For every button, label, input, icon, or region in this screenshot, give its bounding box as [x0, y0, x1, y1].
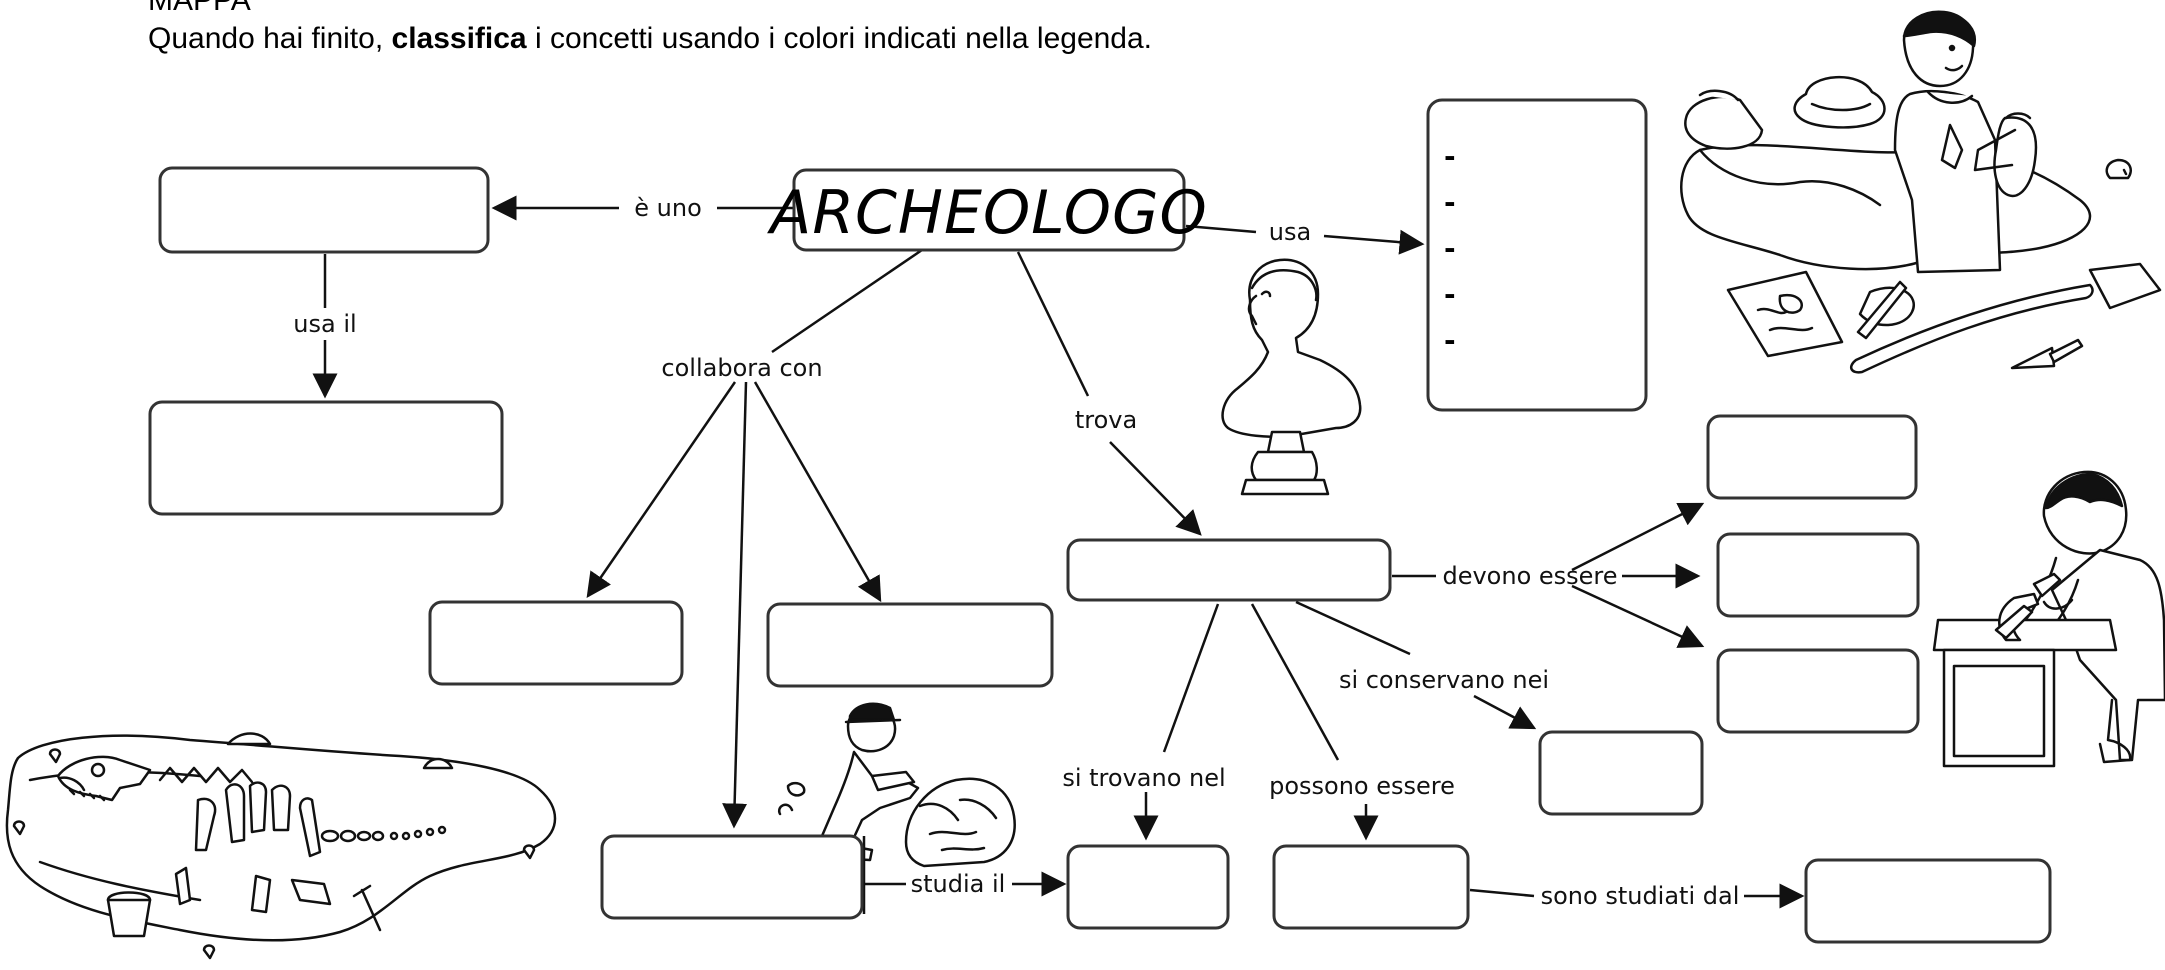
instruction-pre: Quando hai finito, [148, 22, 392, 55]
concept-box-requirement-3[interactable] [1716, 648, 1920, 734]
tools-list-item: - [1444, 186, 1456, 219]
connector-line [771, 248, 923, 354]
concept-box-collaborator-3[interactable] [600, 834, 864, 920]
concept-box-studied-by[interactable] [1804, 858, 2052, 944]
concept-box-collaborator-2[interactable] [766, 602, 1054, 688]
concept-box-collaborator-1[interactable] [428, 600, 684, 686]
connector-arrow [753, 381, 882, 603]
tools-list-item: - [1444, 278, 1456, 311]
instruction-bold: classifica [391, 22, 527, 55]
tools-list-item: - [1444, 232, 1456, 265]
concept-box-find-types[interactable] [1272, 844, 1470, 930]
connector-line [1295, 600, 1411, 656]
link-label-possono-essere: possono essere [1269, 772, 1455, 800]
link-label-studia-il: studia il [911, 870, 1006, 898]
link-label-si-conservano-nei: si conservano nei [1339, 666, 1549, 694]
concept-box-method[interactable] [148, 400, 504, 516]
link-label-collabora-con: collabora con [661, 354, 822, 382]
connector-line [1162, 603, 1220, 753]
concept-box-location[interactable] [1066, 844, 1230, 930]
link-label-usa-il: usa il [293, 310, 356, 338]
page-title: MAPPA [148, 0, 251, 17]
connector-arrow [1109, 441, 1202, 536]
tools-list-item: - [1444, 140, 1456, 173]
concept-box-storage[interactable] [1538, 730, 1704, 816]
bust-statue-icon [1221, 258, 1362, 496]
concept-box-finds[interactable] [1066, 538, 1392, 602]
instruction-post: i concetti usando i colori indicati nell… [526, 22, 1153, 55]
connector-line [1469, 888, 1535, 898]
tools-list-item: - [1444, 324, 1456, 357]
connector-line [1016, 251, 1090, 397]
concept-box-requirement-2[interactable] [1716, 532, 1920, 618]
connectors [312, 195, 1805, 914]
connector-arrow [1323, 229, 1425, 255]
link-label-usa: usa [1269, 218, 1311, 246]
connector-arrow [1473, 694, 1537, 730]
link-label-e-uno: è uno [634, 194, 702, 222]
dinosaur-fossil-dig-icon [5, 732, 557, 960]
worker-rock-icon [777, 702, 1016, 868]
connector-arrow [722, 381, 748, 829]
instruction-text: Quando hai finito, classifica i concetti… [148, 20, 1152, 58]
connector-arrow [586, 381, 737, 599]
link-label-devono-essere: devono essere [1442, 562, 1617, 590]
concept-box-central [792, 168, 1186, 252]
link-label-trova: trova [1075, 406, 1137, 434]
connector-arrow [1571, 502, 1705, 572]
connector-line [1185, 224, 1257, 234]
concept-box-requirement-1[interactable] [1706, 414, 1918, 500]
connector-line [1250, 603, 1340, 761]
concept-box-tools[interactable] [1426, 98, 1648, 412]
link-label-si-trovano-nel: si trovano nel [1062, 764, 1225, 792]
concept-box-type[interactable] [158, 166, 490, 254]
scientist-microscope-icon [1932, 470, 2165, 768]
connector-arrow [1571, 584, 1705, 648]
central-concept-label: ARCHEOLOGO [766, 178, 1207, 248]
link-label-sono-studiati-dal: sono studiati dal [1541, 882, 1740, 910]
archaeologist-digging-icon [1680, 10, 2162, 374]
